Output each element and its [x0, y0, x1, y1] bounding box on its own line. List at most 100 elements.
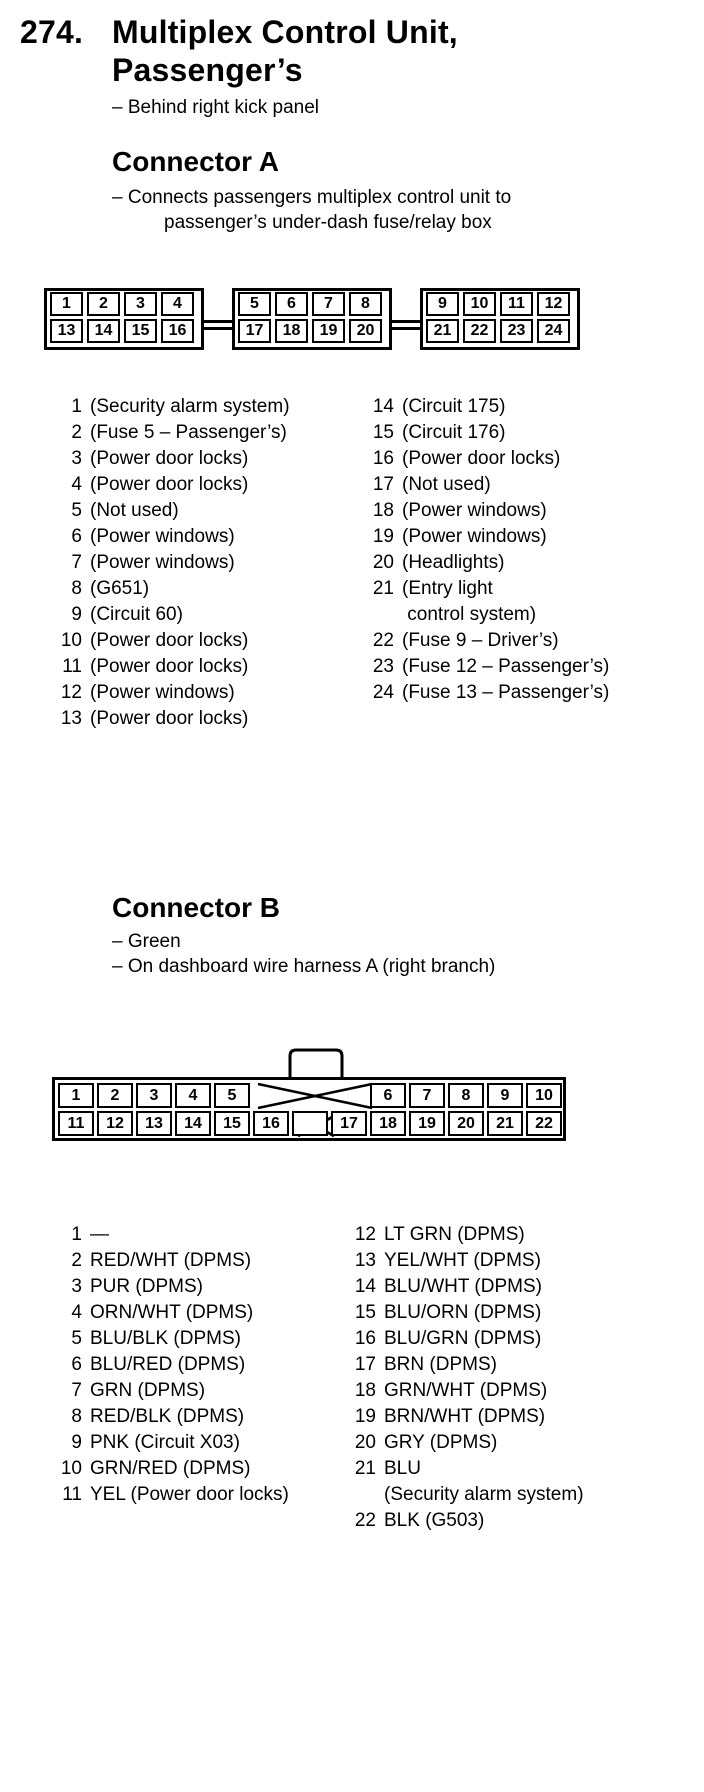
pin-number: 20 [372, 552, 394, 573]
pin-description: (Power windows) [402, 500, 547, 521]
connector-a-pin-1: 1 [50, 292, 83, 316]
pin-description: YEL/WHT (DPMS) [384, 1250, 541, 1271]
connector-a-pin-16: 16 [161, 319, 194, 343]
pin-description: GRN/WHT (DPMS) [384, 1380, 548, 1401]
pin-number: 21 [372, 578, 394, 599]
list-item: 1— [52, 1222, 289, 1248]
connector-a-title: Connector A [112, 146, 279, 177]
connector-b-pin-14: 14 [175, 1111, 211, 1136]
connector-a-pin-3: 3 [124, 292, 157, 316]
pin-description: PNK (Circuit X03) [90, 1432, 240, 1453]
connector-b-pin-5: 5 [214, 1083, 250, 1108]
pin-number: 7 [71, 552, 82, 573]
pin-description: (Power door locks) [90, 656, 249, 677]
section-number: 274. [20, 14, 84, 50]
pin-number: 5 [71, 1328, 82, 1349]
pin-description: YEL (Power door locks) [90, 1484, 289, 1505]
list-item: 17(Not used) [364, 472, 609, 498]
connector-a-pin-2: 2 [87, 292, 120, 316]
connector-b-pin-10: 10 [526, 1083, 562, 1108]
list-item: 14(Circuit 175) [364, 394, 609, 420]
pin-number: 22 [354, 1510, 376, 1531]
pin-description: GRN/RED (DPMS) [90, 1458, 251, 1479]
pin-number: 2 [71, 422, 82, 443]
pin-description: (G651) [90, 578, 150, 599]
list-item: 18 GRN/WHT (DPMS) [346, 1378, 584, 1404]
connector-a-pin-12: 12 [537, 292, 570, 316]
list-item: 1(Security alarm system) [52, 394, 289, 420]
list-item: 20 (Headlights) [364, 550, 609, 576]
pin-description: (Entry light control system) [402, 578, 537, 625]
connector-b-pin-4: 4 [175, 1083, 211, 1108]
list-item: 5 BLU/BLK (DPMS) [52, 1326, 289, 1352]
pin-number: 14 [354, 1276, 376, 1297]
list-item: 23(Fuse 12 – Passenger’s) [364, 654, 610, 680]
connector-a-pin-18: 18 [275, 319, 308, 343]
pin-number: 20 [354, 1432, 376, 1453]
pin-description: (Not used) [402, 474, 491, 495]
connector-a-pin-14: 14 [87, 319, 120, 343]
list-item: 9(Circuit 60) [52, 602, 290, 628]
list-item: 15(Circuit 176) [364, 420, 609, 446]
pin-description: (Headlights) [402, 552, 505, 573]
pin-description: (Power door locks) [90, 448, 249, 469]
connector-b-pin-21: 21 [487, 1111, 523, 1136]
pin-number: 22 [372, 630, 394, 651]
pin-description: BLU/WHT (DPMS) [384, 1276, 542, 1297]
list-item: 10(Power door locks) [52, 628, 290, 654]
pin-description: (Fuse 12 – Passenger’s) [402, 656, 610, 677]
list-item: 19(Power windows) [364, 524, 609, 550]
location-note: – Behind right kick panel [112, 97, 320, 118]
connector-a-pin-17: 17 [238, 319, 271, 343]
connector-a-pin-13: 13 [50, 319, 83, 343]
list-item: 2(Fuse 5 – Passenger’s) [52, 420, 290, 446]
pin-number: 18 [354, 1380, 376, 1401]
connector-b-pin-11: 11 [58, 1111, 94, 1136]
pin-description: (Power windows) [90, 526, 235, 547]
connector-b-pin-8: 8 [448, 1083, 484, 1108]
connector-b-blank-cavity [292, 1111, 328, 1136]
pin-number: 4 [71, 1302, 82, 1323]
pin-description: RED/BLK (DPMS) [90, 1406, 245, 1427]
list-item: 15 BLU/ORN (DPMS) [346, 1300, 584, 1326]
connector-a-housing-3 [420, 288, 580, 350]
pin-number: 14 [372, 396, 394, 417]
pin-description: BLU/ORN (DPMS) [384, 1302, 542, 1323]
list-item: 5(Not used) [52, 498, 290, 524]
connector-a-desc-line1: – Connects passengers multiplex control … [112, 187, 512, 208]
connector-b-pin-13: 13 [136, 1111, 172, 1136]
pin-number: 9 [71, 1432, 82, 1453]
connector-b-housing [52, 1077, 566, 1141]
pin-number: 1 [71, 396, 82, 417]
connector-a-housing-2 [232, 288, 392, 350]
connector-a-link-1 [202, 320, 234, 330]
pin-description: BRN (DPMS) [384, 1354, 497, 1375]
list-item: 24(Fuse 13 – Passenger’s) [364, 680, 610, 706]
pin-description: (Power windows) [402, 526, 547, 547]
pin-number: 9 [71, 604, 82, 625]
pin-description: (Power windows) [90, 552, 235, 573]
list-item: 11(Power door locks) [52, 654, 290, 680]
list-item: 18(Power windows) [364, 498, 609, 524]
pin-number: 15 [354, 1302, 376, 1323]
connector-b-pin-17: 17 [331, 1111, 367, 1136]
connector-a-link-2 [390, 320, 422, 330]
pin-description: (Power door locks) [90, 708, 249, 729]
page-title-line2: Passenger’s [112, 52, 303, 88]
pin-description: BLU/BLK (DPMS) [90, 1328, 241, 1349]
page-title-line1: Multiplex Control Unit, [112, 14, 458, 50]
pin-number: 3 [71, 1276, 82, 1297]
pin-number: 24 [372, 682, 394, 703]
connector-b-pin-18: 18 [370, 1111, 406, 1136]
